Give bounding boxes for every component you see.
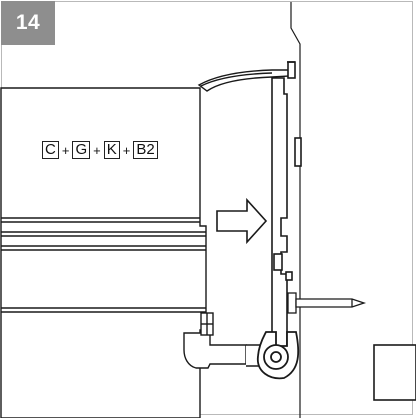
component-codes: C + G + K + B2	[42, 141, 158, 159]
component-code-b2: B2	[133, 141, 158, 159]
component-code-g: G	[72, 141, 91, 159]
component-code-k: K	[103, 141, 120, 159]
step-number-badge: 14	[1, 1, 55, 45]
adjacent-part	[373, 344, 416, 401]
plus-sign: +	[93, 142, 101, 158]
plus-sign: +	[61, 142, 70, 158]
wall	[290, 2, 301, 418]
plus-sign: +	[122, 142, 131, 158]
mounting-profile	[271, 61, 302, 354]
wall-screw	[287, 292, 367, 314]
step-number: 14	[15, 11, 41, 34]
cassette-body	[0, 87, 207, 418]
push-direction-arrow	[216, 197, 268, 245]
component-code-c: C	[42, 141, 59, 159]
end-cap-profile	[257, 331, 300, 380]
